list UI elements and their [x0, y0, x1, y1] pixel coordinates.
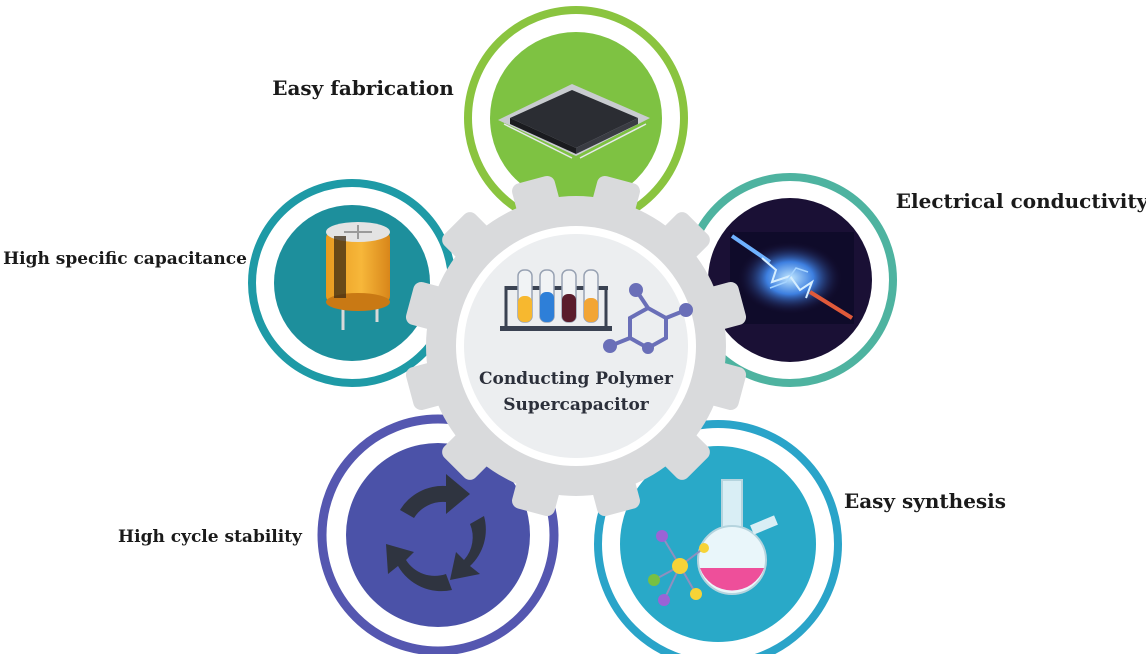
feature-stability: [317, 414, 559, 654]
feature-fabrication: [464, 6, 688, 230]
molecule-icon: [603, 283, 693, 354]
label-capacitance: High specific capacitance: [3, 249, 247, 269]
cycle-arrows-icon: [386, 474, 486, 592]
label-conductivity: Electrical conductivity: [896, 189, 1146, 213]
test-tube-rack-icon: [500, 269, 612, 331]
feature-capacitance: [248, 179, 456, 387]
microchip-icon: [498, 84, 650, 159]
central-gear: [405, 175, 747, 517]
capacitor-icon: [326, 222, 390, 330]
label-synthesis: Easy synthesis: [844, 489, 1006, 513]
feature-synthesis: [594, 420, 842, 654]
center-title-line1: Conducting Polymer: [479, 369, 674, 389]
label-stability: High cycle stability: [118, 527, 303, 547]
stability-disc: [346, 443, 530, 627]
electric-spark-icon: [730, 232, 854, 324]
flask-molecule-icon: [648, 479, 778, 606]
center-title-line2: Supercapacitor: [503, 395, 650, 415]
label-fabrication: Easy fabrication: [272, 76, 454, 100]
feature-conductivity: [683, 173, 897, 387]
